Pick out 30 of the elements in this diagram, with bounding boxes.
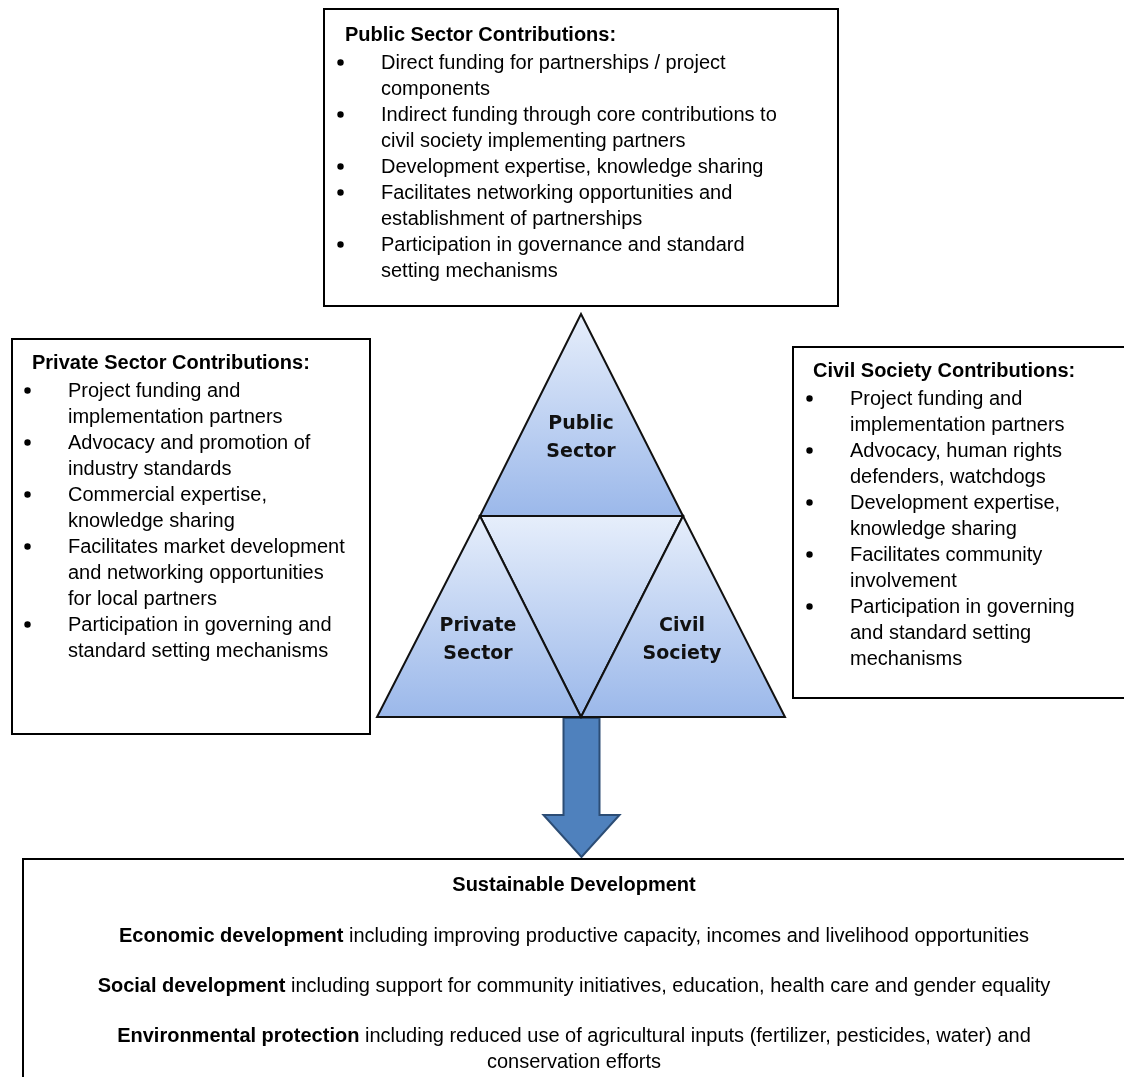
- triangle-label: Public Sector: [545, 410, 617, 463]
- box-heading: Sustainable Development: [451, 872, 697, 896]
- bullet-item: Direct funding for partnerships / project components: [381, 50, 727, 101]
- box-heading: Public Sector Contributions:: [345, 22, 618, 46]
- contributions-box: [11, 338, 371, 735]
- bullet-item: Participation in governance and standard setting mechanisms: [381, 232, 746, 283]
- bullet-item: Facilitates networking opportunities and establishment of partnerships: [381, 180, 734, 231]
- outcome-text: Environmental protection including reduced use of agricultural inputs (fertilizer, pesticides, water) and conservation efforts: [116, 1023, 1032, 1074]
- block-arrow: [541, 717, 622, 859]
- bullet-item: Development expertise, knowledge sharing: [850, 490, 1062, 541]
- bullet-item: Participation in governing and standard setting mechanisms: [68, 612, 333, 663]
- triangle-label: Private Sector: [438, 612, 518, 665]
- bullet-item: Development expertise, knowledge sharing: [381, 154, 765, 179]
- contributions-box: [323, 8, 839, 307]
- contributions-box: [792, 346, 1124, 699]
- box-heading: Civil Society Contributions:: [813, 358, 1077, 382]
- triangle-label: Civil Society: [641, 612, 723, 665]
- bullet-item: Facilitates market development and networking opportunities for local partners: [68, 534, 346, 611]
- bullet-item: Commercial expertise, knowledge sharing: [68, 482, 268, 533]
- bullet-item: Advocacy, human rights defenders, watchdogs: [850, 438, 1063, 489]
- box-heading: Private Sector Contributions:: [32, 350, 311, 374]
- outcome-text: Economic development including improving productive capacity, incomes and livelihood opportunities: [117, 923, 1031, 948]
- bullet-item: Project funding and implementation partners: [850, 386, 1066, 437]
- outcome-box: [22, 858, 1124, 1077]
- bullet-item: Facilitates community involvement: [850, 542, 1044, 593]
- bullet-item: Participation in governing and standard setting mechanisms: [850, 594, 1076, 671]
- outcome-text: Social development including support for community initiatives, education, health care and gender equality: [96, 973, 1052, 998]
- bullet-item: Indirect funding through core contributions to civil society implementing partners: [381, 102, 778, 153]
- bullet-item: Advocacy and promotion of industry standards: [68, 430, 312, 481]
- bullet-item: Project funding and implementation partners: [68, 378, 284, 429]
